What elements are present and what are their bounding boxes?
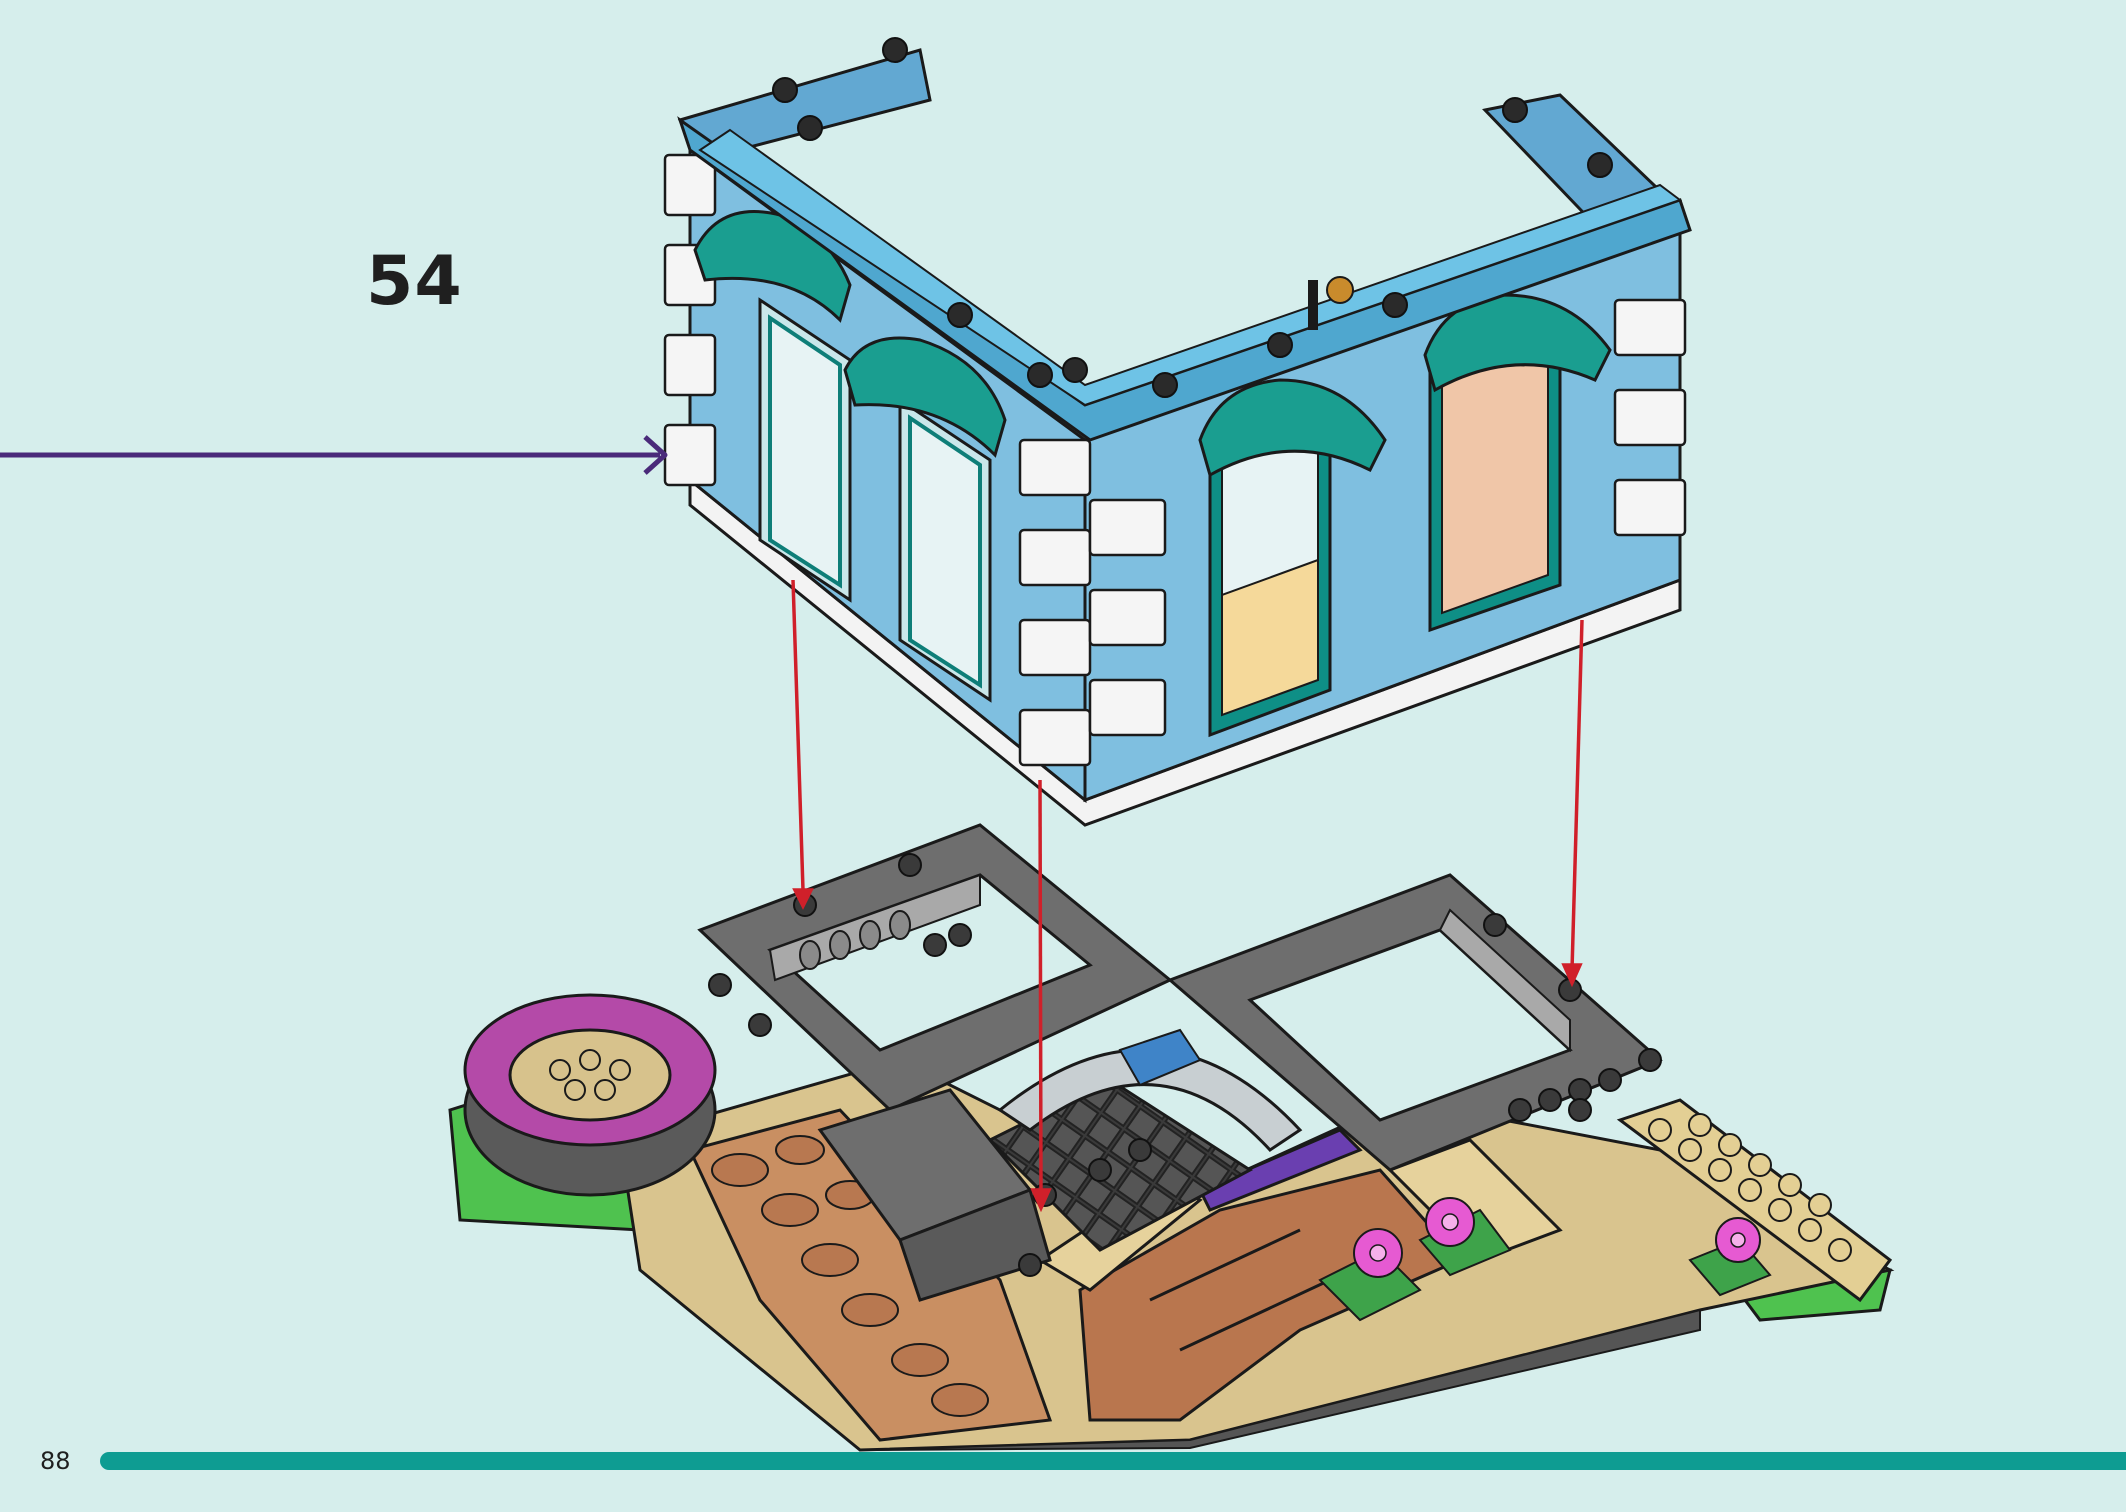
flower-decorations: [1318, 1197, 1772, 1322]
base-assembly: [448, 823, 1895, 1452]
footer-bar: [100, 1452, 2126, 1470]
page-number: 88: [40, 1447, 71, 1475]
attach-arrow-icon: [0, 435, 668, 475]
wall-assembly: [663, 37, 1692, 827]
step-number: 54: [366, 242, 463, 321]
placement-arrow-icon: [791, 579, 1584, 1213]
